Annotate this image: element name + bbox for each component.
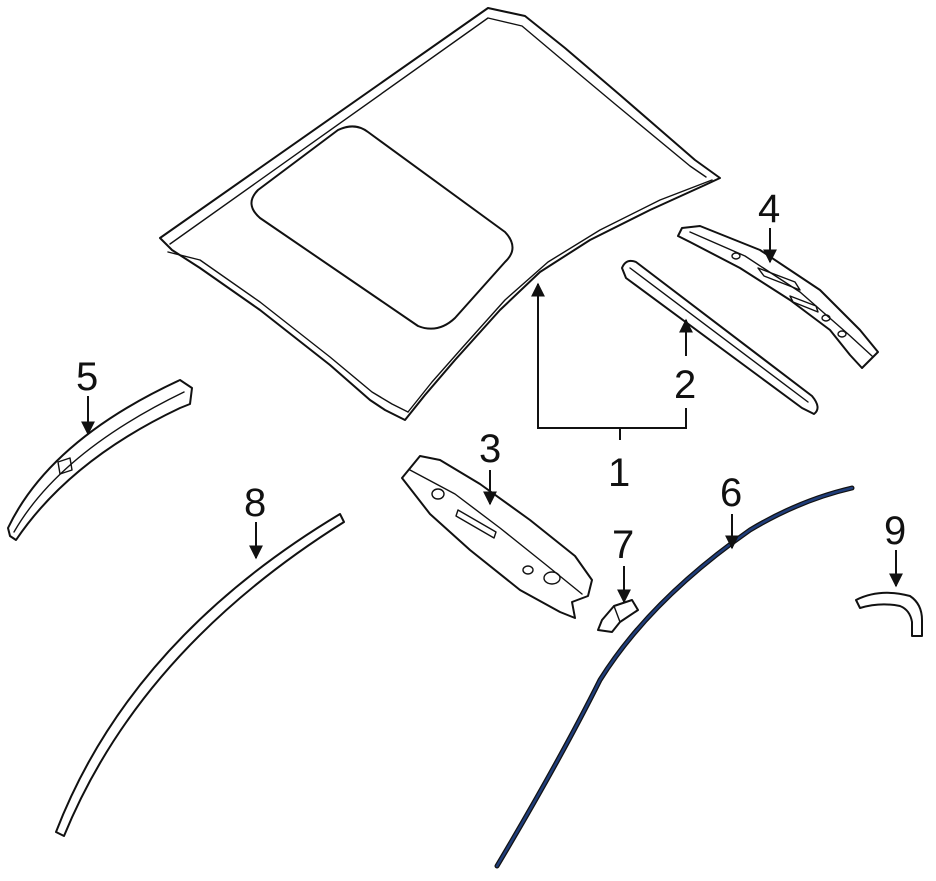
leader-1-branch (620, 408, 687, 429)
callout-9: 9 (884, 509, 906, 553)
roof-panel-edge-inner (169, 17, 707, 245)
rear-header-panel (401, 455, 593, 619)
callout-1: 1 (608, 451, 630, 495)
front-header-panel-slot-b (789, 295, 819, 313)
front-header-panel-hole-c (837, 330, 847, 338)
callout-numbers: 1 2 3 4 5 6 7 8 9 (76, 187, 906, 567)
weatherstrip (494, 485, 855, 869)
weatherstrip-fill (495, 486, 854, 868)
callout-3: 3 (479, 427, 501, 471)
front-header-panel-hole-b (821, 314, 831, 322)
callout-6: 6 (720, 471, 742, 515)
sunroof-opening (250, 125, 514, 330)
callout-5: 5 (76, 355, 98, 399)
roof-drip-molding (55, 513, 345, 837)
front-header-panel (677, 225, 879, 369)
roof-panel-front-edge (407, 179, 713, 413)
leader-1 (531, 282, 621, 440)
front-header-panel-flange (689, 231, 873, 357)
small-bracket-edge (613, 605, 621, 623)
roof-drip-molding-outline (55, 513, 345, 837)
front-header-rail (621, 259, 819, 415)
side-rail-reinforcement-edge (13, 391, 185, 533)
side-rail-reinforcement-tab (57, 457, 73, 475)
roof-panel-rear-edge (167, 251, 409, 413)
front-header-rail-edge (629, 267, 809, 403)
callout-4: 4 (758, 187, 780, 231)
front-header-panel-hole-a (731, 252, 741, 260)
side-rail-reinforcement-outline (7, 379, 193, 541)
corner-clip (855, 591, 923, 637)
leader-lines (81, 228, 903, 604)
rear-header-panel-hole-b (522, 565, 534, 575)
rear-header-panel-hole-c (543, 571, 561, 585)
small-bracket (597, 599, 639, 633)
side-rail-reinforcement (7, 379, 193, 541)
roof-panel (159, 7, 721, 421)
rear-header-panel-hole-a (431, 488, 445, 500)
callout-7: 7 (612, 523, 634, 567)
front-header-panel-slot-a (757, 267, 801, 291)
callout-2: 2 (674, 363, 696, 407)
corner-clip-outline (855, 591, 923, 637)
callout-8: 8 (244, 481, 266, 525)
front-header-panel-outline (677, 225, 879, 369)
rear-header-panel-slot (455, 509, 497, 539)
